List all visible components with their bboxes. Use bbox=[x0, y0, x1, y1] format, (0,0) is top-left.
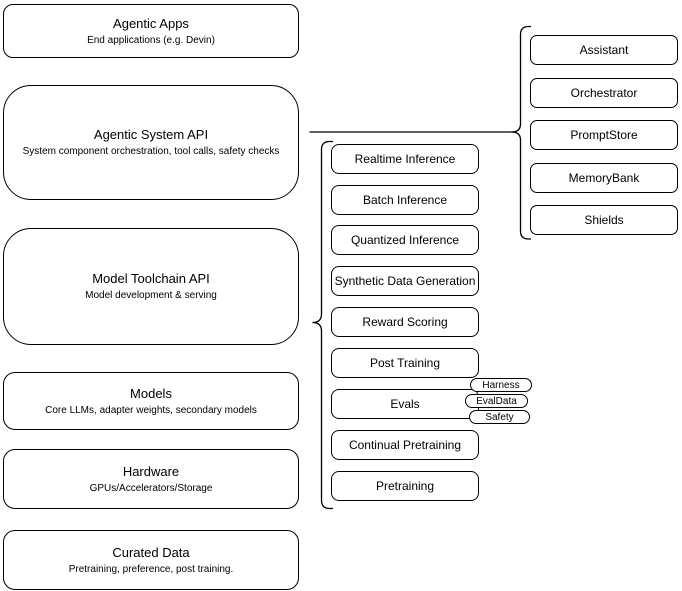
node-orchestrator: Orchestrator bbox=[530, 78, 678, 108]
node-model-toolchain-api: Model Toolchain API Model development & … bbox=[3, 228, 299, 345]
node-label: Continual Pretraining bbox=[348, 438, 462, 452]
node-title: Curated Data bbox=[112, 544, 190, 560]
node-label: Synthetic Data Generation bbox=[334, 274, 476, 288]
node-models: Models Core LLMs, adapter weights, secon… bbox=[3, 372, 299, 430]
node-label: Shields bbox=[584, 213, 624, 227]
node-label: Assistant bbox=[579, 43, 629, 57]
node-title: Agentic System API bbox=[93, 127, 209, 142]
node-label: Reward Scoring bbox=[362, 315, 448, 329]
node-label: Post Training bbox=[369, 356, 441, 370]
node-title: Hardware bbox=[122, 463, 180, 479]
node-label: PromptStore bbox=[570, 128, 638, 142]
node-label: Orchestrator bbox=[570, 86, 638, 100]
node-agentic-apps: Agentic Apps End applications (e.g. Devi… bbox=[3, 4, 299, 58]
node-assistant: Assistant bbox=[530, 35, 678, 65]
node-subtitle: Core LLMs, adapter weights, secondary mo… bbox=[45, 404, 257, 416]
node-continual-pretraining: Continual Pretraining bbox=[331, 430, 479, 460]
node-subtitle: Pretraining, preference, post training. bbox=[68, 563, 234, 575]
tag-label: Safety bbox=[485, 411, 514, 423]
node-shields: Shields bbox=[530, 205, 678, 235]
node-realtime-inference: Realtime Inference bbox=[331, 144, 479, 174]
node-subtitle: System component orchestration, tool cal… bbox=[22, 146, 280, 157]
node-pretraining: Pretraining bbox=[331, 471, 479, 501]
node-subtitle: End applications (e.g. Devin) bbox=[87, 34, 215, 46]
tag-label: EvalData bbox=[476, 395, 517, 407]
toolchain-group-brace bbox=[312, 140, 333, 510]
node-agentic-system-api: Agentic System API System component orch… bbox=[3, 85, 299, 200]
node-label: Quantized Inference bbox=[350, 233, 460, 247]
node-reward-scoring: Reward Scoring bbox=[331, 307, 479, 337]
node-batch-inference: Batch Inference bbox=[331, 185, 479, 215]
tag-label: Harness bbox=[482, 379, 520, 391]
node-subtitle: Model development & serving bbox=[85, 290, 217, 301]
components-group-brace bbox=[511, 25, 531, 240]
node-label: Batch Inference bbox=[362, 193, 448, 207]
node-synthetic-data-generation: Synthetic Data Generation bbox=[331, 266, 479, 296]
node-label: Evals bbox=[390, 397, 420, 411]
node-label: MemoryBank bbox=[568, 171, 640, 185]
node-title: Model Toolchain API bbox=[92, 271, 210, 286]
tag-safety: Safety bbox=[469, 410, 530, 424]
node-evals: Evals bbox=[331, 389, 479, 419]
node-quantized-inference: Quantized Inference bbox=[331, 225, 479, 255]
node-subtitle: GPUs/Accelerators/Storage bbox=[89, 482, 213, 494]
node-label: Pretraining bbox=[375, 479, 435, 493]
node-title: Models bbox=[130, 385, 172, 401]
node-hardware: Hardware GPUs/Accelerators/Storage bbox=[3, 449, 299, 509]
tag-harness: Harness bbox=[470, 378, 532, 392]
node-post-training: Post Training bbox=[331, 348, 479, 378]
node-title: Agentic Apps bbox=[113, 15, 189, 31]
node-curated-data: Curated Data Pretraining, preference, po… bbox=[3, 530, 299, 590]
tag-evaldata: EvalData bbox=[465, 394, 528, 408]
node-memorybank: MemoryBank bbox=[530, 163, 678, 193]
node-promptstore: PromptStore bbox=[530, 120, 678, 150]
node-label: Realtime Inference bbox=[354, 152, 456, 166]
